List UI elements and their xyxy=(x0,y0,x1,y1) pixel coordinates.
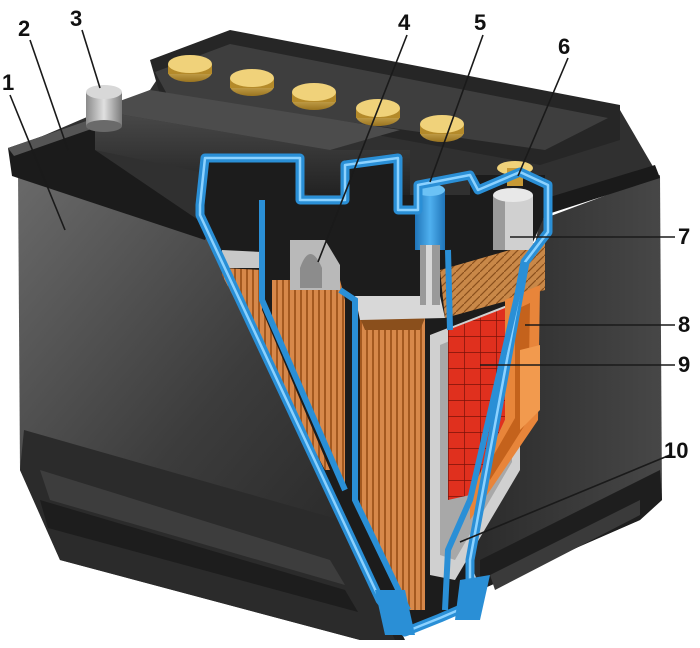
battery-casing xyxy=(18,170,662,640)
plate-stack-cell-2 xyxy=(272,280,345,490)
terminal-rod-blue xyxy=(415,184,445,305)
filler-cap xyxy=(230,69,274,96)
callout-number-8: 8 xyxy=(678,312,690,337)
leader-line-6 xyxy=(517,57,569,177)
cutaway-interior xyxy=(195,153,553,637)
filler-cap xyxy=(420,115,464,142)
lid-front-block xyxy=(95,110,410,195)
filler-cap xyxy=(292,83,336,110)
callout-number-7: 7 xyxy=(678,224,690,249)
positive-grid-red xyxy=(448,308,505,500)
filler-caps-row xyxy=(168,55,464,142)
casing-right-face xyxy=(470,175,662,590)
leader-line-4 xyxy=(317,34,408,263)
callout-number-6: 6 xyxy=(558,34,570,59)
filler-cap xyxy=(168,55,212,82)
callout-number-9: 9 xyxy=(678,352,690,377)
leader-line-1 xyxy=(9,94,66,231)
callout-number-5: 5 xyxy=(474,10,486,35)
cell-wall-blue xyxy=(259,200,453,612)
callout-number-4: 4 xyxy=(398,10,411,35)
leader-lines xyxy=(9,29,675,543)
terminal-post-left xyxy=(86,85,122,132)
leader-line-2 xyxy=(29,39,69,151)
leader-line-10 xyxy=(459,454,671,543)
callout-number-1: 1 xyxy=(2,70,14,95)
leader-line-3 xyxy=(81,29,101,89)
plate-stack-cell-3 xyxy=(360,318,425,610)
callout-numbers: 1 2 3 4 5 6 7 8 9 10 xyxy=(2,6,690,463)
callout-number-10: 10 xyxy=(664,438,688,463)
callout-number-2: 2 xyxy=(18,16,30,41)
leader-line-5 xyxy=(429,34,484,183)
plate-tops xyxy=(440,240,545,318)
filler-cap xyxy=(356,99,400,126)
callout-number-3: 3 xyxy=(70,6,82,31)
